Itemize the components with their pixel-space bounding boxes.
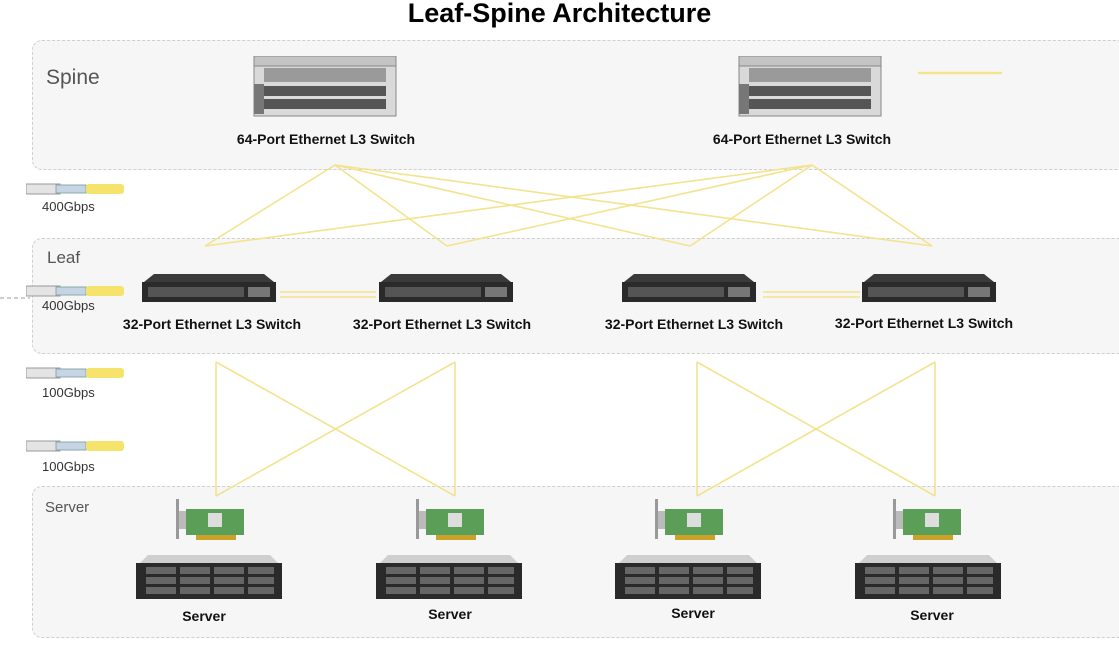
leaf-switch-1-label: 32-Port Ethernet L3 Switch bbox=[122, 316, 302, 332]
chassis-switch-icon bbox=[253, 55, 397, 117]
server-nic-1 bbox=[176, 497, 246, 541]
spine-switch-1 bbox=[252, 55, 398, 118]
transceiver-icon bbox=[25, 285, 124, 297]
server-3 bbox=[613, 553, 763, 601]
leaf-server-link bbox=[215, 361, 456, 497]
server-4 bbox=[853, 553, 1003, 601]
server-3-label: Server bbox=[671, 605, 715, 621]
spine-leaf-link bbox=[334, 164, 933, 247]
server-nic-3 bbox=[655, 497, 725, 541]
transceiver-100g-2 bbox=[25, 439, 126, 458]
chassis-switch-icon bbox=[738, 55, 882, 117]
server-2-label: Server bbox=[428, 606, 472, 622]
leaf-switch-4-label: 32-Port Ethernet L3 Switch bbox=[834, 315, 1014, 331]
diagram-title: Leaf-Spine Architecture bbox=[407, 0, 712, 28]
spine-tier: Spine bbox=[32, 40, 1119, 170]
server-tier-label: Server bbox=[45, 499, 90, 516]
rack-server-icon bbox=[855, 555, 1001, 599]
network-card-icon bbox=[416, 499, 484, 540]
leaf-switch-1 bbox=[140, 274, 278, 304]
leaf-switch-3 bbox=[620, 274, 758, 304]
transceiver-400g-1 bbox=[25, 182, 126, 201]
leaf-server-link bbox=[696, 361, 936, 497]
transceiver-400g-2 bbox=[25, 284, 126, 303]
rack-switch-icon bbox=[862, 274, 996, 302]
speed-label-400g-2: 400Gbps bbox=[42, 298, 95, 313]
spine-leaf-link bbox=[334, 164, 448, 247]
spine-leaf-link bbox=[689, 164, 813, 247]
transceiver-100g-1 bbox=[25, 366, 126, 385]
server-nic-2 bbox=[416, 497, 486, 541]
spine-leaf-link bbox=[204, 164, 336, 247]
leaf-switch-2 bbox=[377, 274, 515, 304]
network-card-icon bbox=[893, 499, 961, 540]
spine-tier-label: Spine bbox=[46, 66, 100, 89]
rack-switch-icon bbox=[379, 274, 513, 302]
server-nic-4 bbox=[893, 497, 963, 541]
rack-server-icon bbox=[136, 555, 282, 599]
leaf-switch-2-label: 32-Port Ethernet L3 Switch bbox=[352, 316, 532, 332]
network-card-icon bbox=[655, 499, 723, 540]
speed-label-100g-2: 100Gbps bbox=[42, 459, 95, 474]
spine-switch-1-label: 64-Port Ethernet L3 Switch bbox=[236, 131, 416, 147]
transceiver-icon bbox=[25, 367, 124, 379]
server-2 bbox=[374, 553, 524, 601]
server-1 bbox=[134, 553, 284, 601]
transceiver-icon bbox=[25, 440, 124, 452]
rack-switch-icon bbox=[622, 274, 756, 302]
leaf-tier-label: Leaf bbox=[47, 248, 81, 267]
network-card-icon bbox=[176, 499, 244, 540]
spine-leaf-link bbox=[811, 164, 933, 247]
leaf-switch-4 bbox=[860, 274, 998, 304]
leaf-server-link bbox=[696, 361, 936, 497]
leaf-switch-3-label: 32-Port Ethernet L3 Switch bbox=[604, 316, 784, 332]
server-4-label: Server bbox=[910, 607, 954, 623]
speed-label-100g-1: 100Gbps bbox=[42, 385, 95, 400]
spine-leaf-link bbox=[334, 164, 691, 247]
speed-label-400g-1: 400Gbps bbox=[42, 199, 95, 214]
server-1-label: Server bbox=[182, 608, 226, 624]
rack-switch-icon bbox=[142, 274, 276, 302]
spine-switch-2 bbox=[737, 55, 883, 118]
rack-server-icon bbox=[376, 555, 522, 599]
spine-switch-2-label: 64-Port Ethernet L3 Switch bbox=[712, 131, 892, 147]
spine-leaf-link bbox=[446, 164, 813, 247]
leaf-server-link bbox=[215, 361, 456, 497]
spine-leaf-link bbox=[204, 164, 813, 247]
rack-server-icon bbox=[615, 555, 761, 599]
transceiver-icon bbox=[25, 183, 124, 195]
